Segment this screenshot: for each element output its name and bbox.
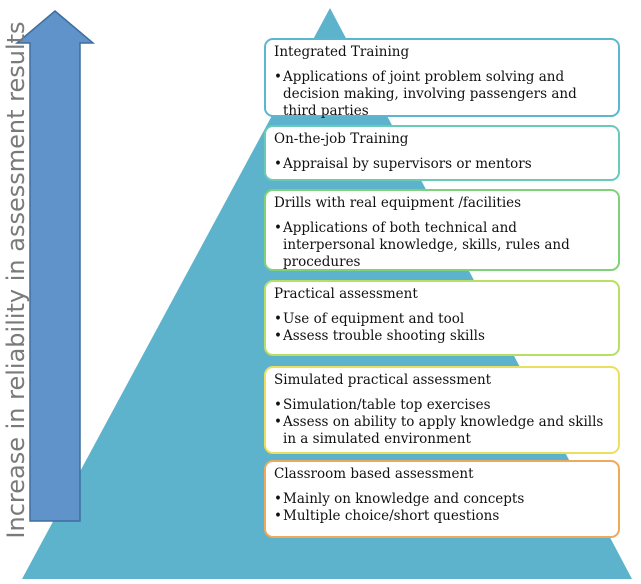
level-drills: Drills with real equipment /facilities A…	[264, 189, 620, 271]
level-bullet: Multiple choice/short questions	[274, 508, 610, 525]
level-title: Simulated practical assessment	[274, 372, 492, 388]
level-title: Drills with real equipment /facilities	[274, 195, 522, 211]
level-simulated-practical-assessment: Simulated practical assessment Simulatio…	[264, 366, 620, 454]
level-bullet: Mainly on knowledge and concepts	[274, 491, 610, 508]
axis-label-text: Increase in reliability in assessment re…	[2, 21, 30, 539]
up-arrow	[14, 10, 96, 522]
level-bullet: Applications of both technical and inter…	[274, 220, 610, 271]
level-practical-assessment: Practical assessment Use of equipment an…	[264, 280, 620, 356]
level-title: Integrated Training	[274, 44, 410, 60]
level-classroom-based-assessment: Classroom based assessment Mainly on kno…	[264, 460, 620, 538]
level-title: Classroom based assessment	[274, 466, 474, 482]
level-integrated-training: Integrated Training Applications of join…	[264, 38, 620, 120]
level-title: On-the-job Training	[274, 131, 409, 147]
level-bullet: Appraisal by supervisors or mentors	[274, 156, 610, 173]
level-on-the-job-training: On-the-job Training Appraisal by supervi…	[264, 125, 620, 181]
level-bullet: Use of equipment and tool	[274, 311, 610, 328]
level-bullet: Assess on ability to apply knowledge and…	[274, 414, 610, 448]
level-bullet: Applications of joint problem solving an…	[274, 69, 610, 120]
level-title: Practical assessment	[274, 286, 418, 302]
level-bullet: Assess trouble shooting skills	[274, 328, 610, 345]
level-bullet: Simulation/table top exercises	[274, 397, 610, 414]
